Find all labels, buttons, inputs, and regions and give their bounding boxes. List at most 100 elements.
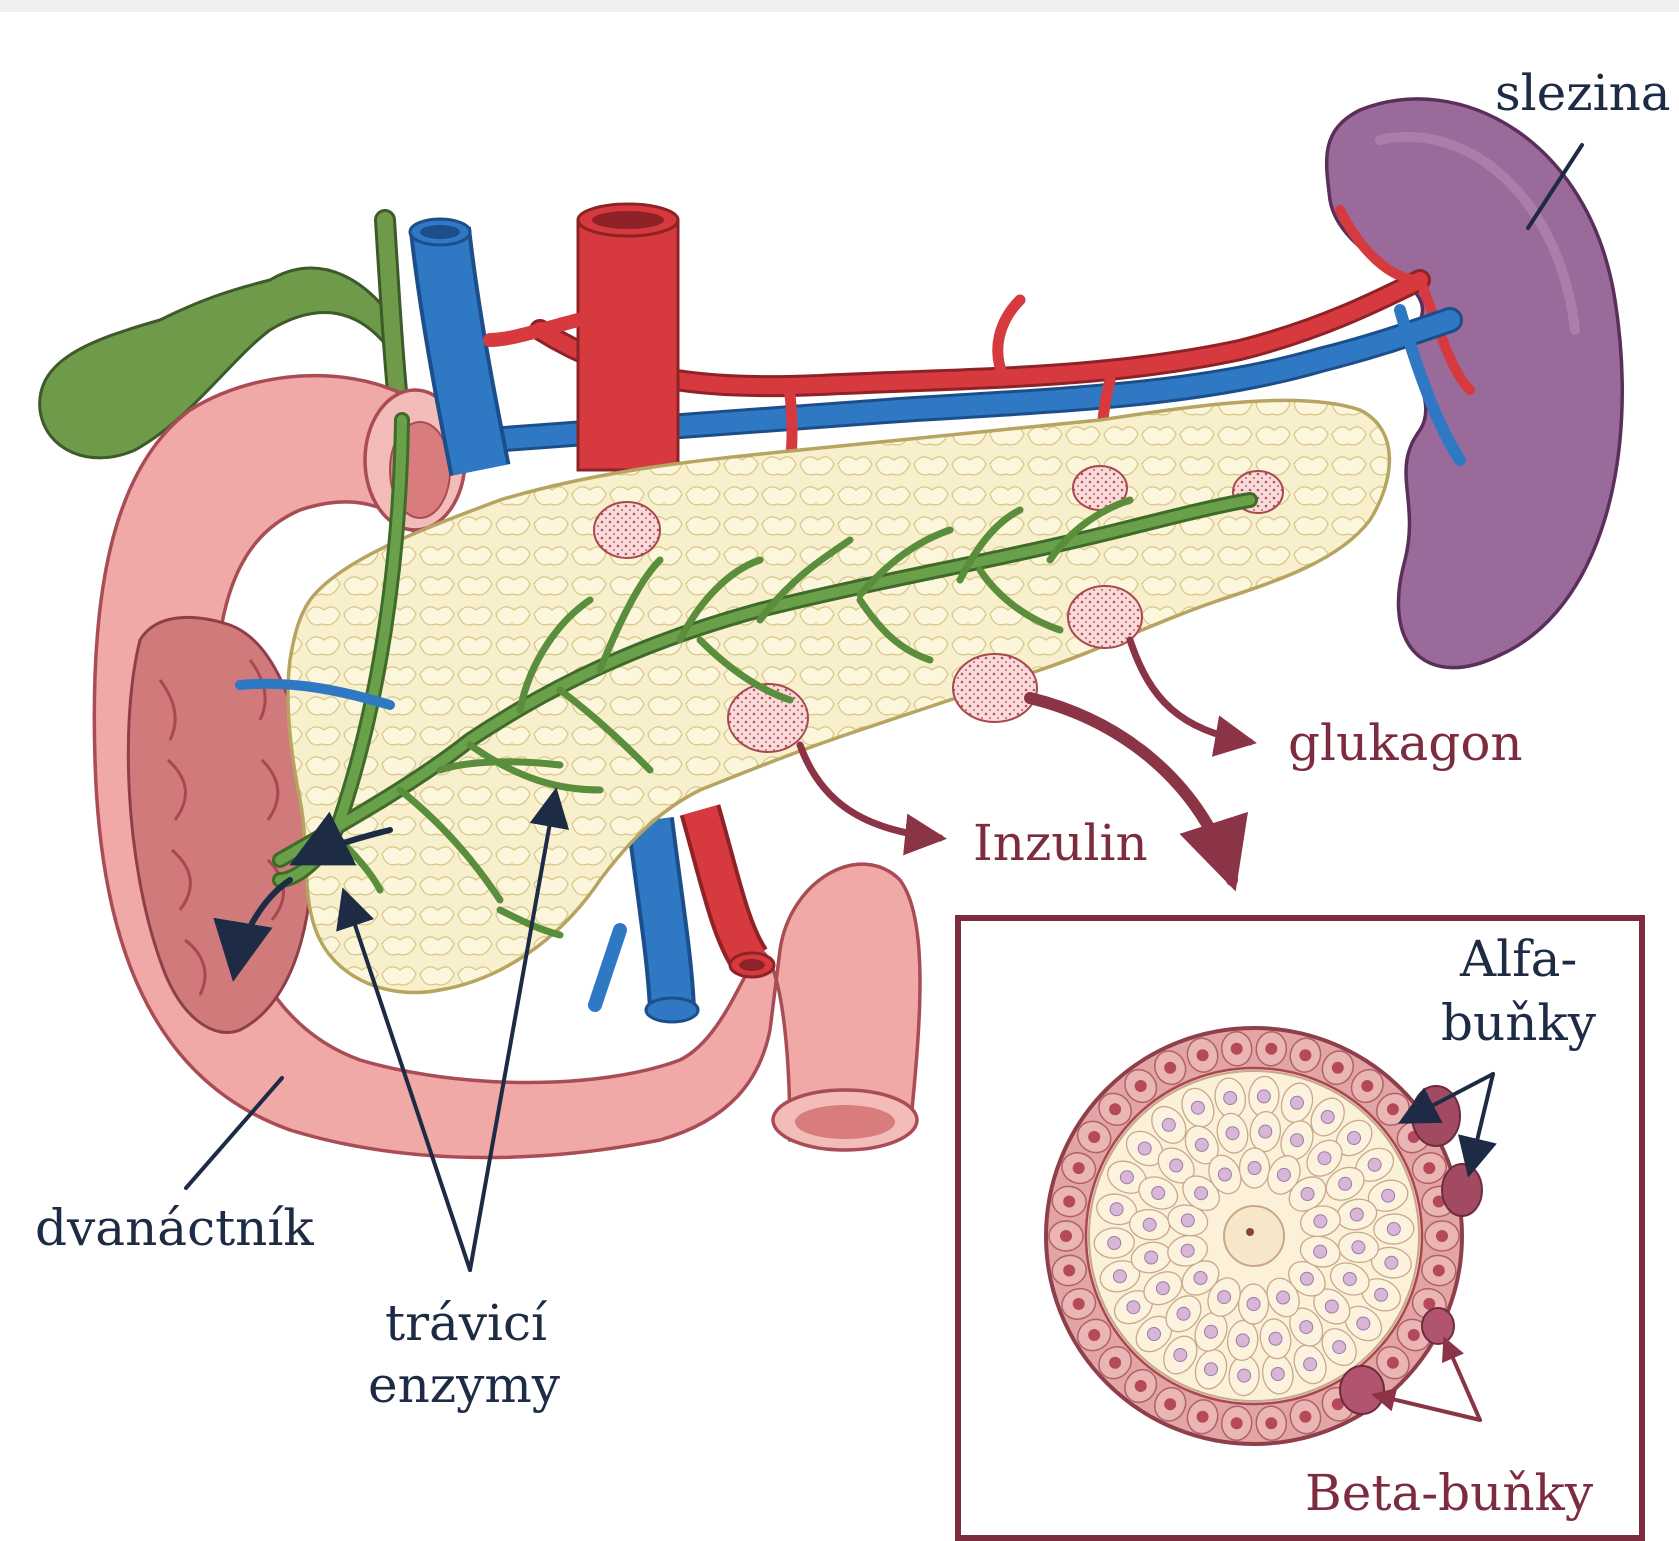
outer-cell-nucleus <box>1197 1049 1209 1061</box>
inner-cell-nucleus <box>1271 1368 1284 1381</box>
outer-cell-nucleus <box>1332 1062 1344 1074</box>
inner-cell-nucleus <box>1120 1171 1133 1184</box>
inner-cell-nucleus <box>1143 1218 1156 1231</box>
spleen <box>1327 99 1623 668</box>
inner-cell-nucleus <box>1195 1187 1208 1200</box>
outer-cell-nucleus <box>1265 1417 1277 1429</box>
outer-cell-nucleus <box>1387 1357 1399 1369</box>
outer-cell-nucleus <box>1299 1411 1311 1423</box>
outer-cell-nucleus <box>1231 1043 1243 1055</box>
inner-cell-nucleus <box>1300 1272 1313 1285</box>
inner-cell-nucleus <box>1339 1177 1352 1190</box>
inner-cell-nucleus <box>1301 1188 1314 1201</box>
inner-cell-nucleus <box>1348 1132 1361 1145</box>
inner-cell-nucleus <box>1194 1272 1207 1285</box>
inner-cell-nucleus <box>1152 1187 1165 1200</box>
inner-cell-nucleus <box>1205 1363 1218 1376</box>
outer-cell-nucleus <box>1109 1103 1121 1115</box>
outer-cell-nucleus <box>1063 1196 1075 1208</box>
inner-cell-nucleus <box>1269 1332 1282 1345</box>
inner-cell-nucleus <box>1277 1168 1290 1181</box>
inner-cell-nucleus <box>1108 1237 1121 1250</box>
inner-cell-nucleus <box>1195 1138 1208 1151</box>
inner-cell-nucleus <box>1304 1358 1317 1371</box>
inner-cell-nucleus <box>1387 1223 1400 1236</box>
inner-cell-nucleus <box>1238 1369 1251 1382</box>
inner-cell-nucleus <box>1170 1159 1183 1172</box>
inner-cell-nucleus <box>1127 1301 1140 1314</box>
inner-cell-nucleus <box>1113 1270 1126 1283</box>
outer-cell-nucleus <box>1423 1162 1435 1174</box>
inner-cell-nucleus <box>1357 1317 1370 1330</box>
outer-cell-nucleus <box>1436 1230 1448 1242</box>
inner-cell-nucleus <box>1218 1168 1231 1181</box>
inner-cell-nucleus <box>1257 1090 1270 1103</box>
inner-cell-nucleus <box>1181 1244 1194 1257</box>
inner-cell-nucleus <box>1181 1214 1194 1227</box>
label-glucagon: glukagon <box>1288 714 1523 772</box>
inner-cell-nucleus <box>1385 1256 1398 1269</box>
outer-cell-nucleus <box>1135 1080 1147 1092</box>
inner-cell-nucleus <box>1191 1101 1204 1114</box>
outer-cell-nucleus <box>1361 1080 1373 1092</box>
outer-cell-nucleus <box>1231 1417 1243 1429</box>
label-spleen: slezina <box>1495 64 1671 122</box>
label-enzymes-2: enzymy <box>368 1356 561 1414</box>
inner-cell-nucleus <box>1148 1328 1161 1341</box>
inner-cell-nucleus <box>1318 1152 1331 1165</box>
inner-cell-nucleus <box>1224 1092 1237 1105</box>
inner-cell-nucleus <box>1291 1134 1304 1147</box>
inner-cell-nucleus <box>1248 1162 1261 1175</box>
inner-cell-nucleus <box>1226 1127 1239 1140</box>
label-enzymes-1: trávicí <box>385 1294 548 1352</box>
inner-cell-nucleus <box>1247 1298 1260 1311</box>
outer-cell-nucleus <box>1109 1357 1121 1369</box>
inner-cell-nucleus <box>1218 1291 1231 1304</box>
label-alpha-1: Alfa- <box>1459 930 1577 988</box>
label-beta: Beta-buňky <box>1305 1464 1594 1522</box>
outer-cell-nucleus <box>1073 1298 1085 1310</box>
inner-cell-nucleus <box>1343 1273 1356 1286</box>
inner-cell-nucleus <box>1236 1334 1249 1347</box>
inner-cell-nucleus <box>1162 1118 1175 1131</box>
inner-cell-nucleus <box>1138 1142 1151 1155</box>
outer-cell-nucleus <box>1408 1329 1420 1341</box>
inner-cell-nucleus <box>1177 1307 1190 1320</box>
inner-cell-nucleus <box>1314 1245 1327 1258</box>
inner-cell-nucleus <box>1352 1241 1365 1254</box>
label-duodenum: dvanáctník <box>35 1199 314 1257</box>
outer-cell-nucleus <box>1433 1265 1445 1277</box>
outer-cell-nucleus <box>1197 1411 1209 1423</box>
inner-cell-nucleus <box>1205 1325 1218 1338</box>
inner-cell-nucleus <box>1174 1349 1187 1362</box>
outer-cell-nucleus <box>1135 1380 1147 1392</box>
inner-cell-nucleus <box>1259 1125 1272 1138</box>
outer-cell-nucleus <box>1088 1329 1100 1341</box>
inner-cell-nucleus <box>1325 1300 1338 1313</box>
inner-cell-nucleus <box>1350 1208 1363 1221</box>
outer-cell-nucleus <box>1265 1043 1277 1055</box>
inner-cell-nucleus <box>1368 1158 1381 1171</box>
outer-cell-nucleus <box>1063 1265 1075 1277</box>
inner-cell-nucleus <box>1277 1291 1290 1304</box>
label-insulin: Inzulin <box>973 814 1148 872</box>
outer-cell-nucleus <box>1387 1103 1399 1115</box>
inner-cell-nucleus <box>1314 1215 1327 1228</box>
inner-cell-nucleus <box>1382 1189 1395 1202</box>
outer-cell-nucleus <box>1299 1049 1311 1061</box>
outer-cell-nucleus <box>1073 1162 1085 1174</box>
inner-cell-nucleus <box>1156 1282 1169 1295</box>
inner-cell-nucleus <box>1300 1321 1313 1334</box>
label-alpha-2: buňky <box>1441 994 1597 1052</box>
inner-cell-nucleus <box>1110 1203 1123 1216</box>
outer-cell-nucleus <box>1164 1062 1176 1074</box>
inner-cell-nucleus <box>1333 1341 1346 1354</box>
inner-cell-nucleus <box>1321 1111 1334 1124</box>
outer-cell-nucleus <box>1164 1398 1176 1410</box>
inner-cell-nucleus <box>1291 1096 1304 1109</box>
outer-cell-nucleus <box>1088 1131 1100 1143</box>
inner-cell-nucleus <box>1145 1251 1158 1264</box>
outer-cell-nucleus <box>1060 1230 1072 1242</box>
